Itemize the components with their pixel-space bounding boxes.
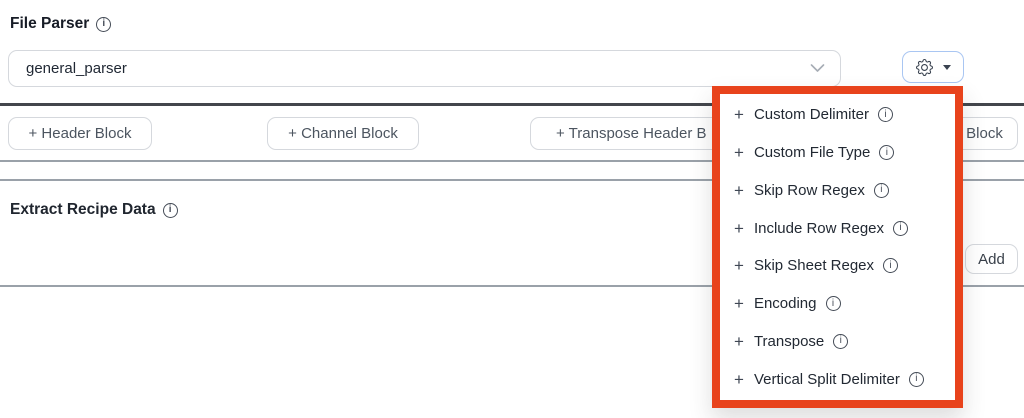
plus-icon: + (734, 105, 744, 125)
menu-item-include-row-regex[interactable]: + Include Row Regex i (720, 209, 955, 247)
menu-item-skip-row-regex[interactable]: + Skip Row Regex i (720, 172, 955, 210)
menu-item-label: Custom File Type (753, 144, 871, 162)
add-header-block-button[interactable]: + Header Block (8, 117, 152, 150)
info-icon: i (833, 333, 849, 349)
parser-select-value: general_parser (26, 60, 127, 77)
divider (0, 160, 1024, 162)
recipe-section-title: Extract Recipe Data i (10, 201, 178, 219)
add-channel-block-button[interactable]: + Channel Block (267, 117, 419, 150)
info-icon: i (893, 220, 909, 236)
recipe-section-title-text: Extract Recipe Data (10, 201, 156, 218)
section-divider-dark (0, 103, 1024, 106)
info-icon: i (162, 202, 178, 218)
plus-icon: + (734, 369, 744, 389)
divider (0, 179, 1024, 181)
info-icon: i (908, 371, 924, 387)
info-icon: i (877, 107, 893, 123)
plus-icon: + (734, 218, 744, 238)
menu-item-label: Skip Row Regex (753, 181, 865, 199)
page-title: File Parser i (10, 15, 112, 33)
plus-icon: + (734, 331, 744, 351)
menu-item-skip-sheet-regex[interactable]: + Skip Sheet Regex i (720, 247, 955, 285)
gear-icon (915, 58, 933, 76)
menu-item-label: Custom Delimiter (753, 106, 869, 124)
info-icon: i (879, 145, 895, 161)
menu-item-label: Include Row Regex (753, 219, 885, 237)
menu-item-encoding[interactable]: + Encoding i (720, 285, 955, 323)
menu-item-label: Transpose (753, 332, 825, 350)
menu-item-transpose[interactable]: + Transpose i (720, 323, 955, 361)
menu-item-label: Vertical Split Delimiter (753, 370, 900, 388)
plus-icon: + (734, 180, 744, 200)
settings-dropdown-menu: + Custom Delimiter i + Custom File Type … (712, 86, 963, 408)
parser-select[interactable]: general_parser (8, 50, 841, 87)
plus-icon: + (734, 294, 744, 314)
add-button[interactable]: Add (965, 244, 1018, 274)
chevron-down-icon (810, 64, 825, 72)
settings-menu-button[interactable] (902, 51, 964, 83)
info-icon: i (825, 296, 841, 312)
info-icon: i (96, 16, 112, 32)
page-title-text: File Parser (10, 15, 90, 32)
add-block-button-partial[interactable]: Block (951, 117, 1018, 150)
info-icon: i (883, 258, 899, 274)
plus-icon: + (734, 143, 744, 163)
menu-item-custom-delimiter[interactable]: + Custom Delimiter i (720, 96, 955, 134)
caret-down-icon (942, 64, 951, 70)
plus-icon: + (734, 256, 744, 276)
menu-item-vertical-split-delimiter[interactable]: + Vertical Split Delimiter i (720, 360, 955, 398)
menu-item-label: Skip Sheet Regex (753, 257, 875, 275)
divider (0, 285, 1024, 287)
info-icon: i (873, 182, 889, 198)
menu-item-custom-file-type[interactable]: + Custom File Type i (720, 134, 955, 172)
menu-item-label: Encoding (753, 295, 817, 313)
